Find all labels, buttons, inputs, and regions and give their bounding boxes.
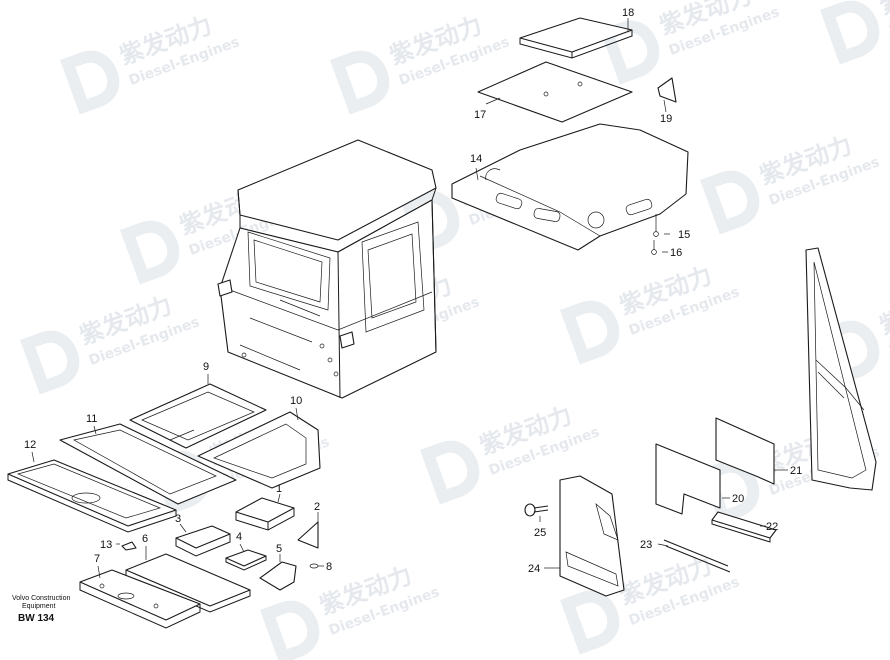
footer-drawing-code: BW 134 (18, 613, 55, 624)
part-11-floor-mat (59, 423, 237, 505)
svg-text:紫发动力: 紫发动力 (876, 0, 890, 20)
callout-12: 12 (24, 439, 36, 451)
part-22-strip (711, 511, 777, 543)
part-2-triangle (297, 521, 319, 549)
part-16-clip (651, 249, 657, 255)
callout-23: 23 (640, 539, 652, 551)
part-1-pad (235, 497, 295, 531)
callout-10: 10 (290, 395, 302, 407)
callout-labels: 18 17 19 14 15 16 9 10 11 12 1 2 3 4 5 6… (24, 7, 802, 575)
callout-20: 20 (732, 493, 744, 505)
callout-8: 8 (326, 561, 332, 573)
callout-19: 19 (660, 113, 672, 125)
part-23-strip (663, 539, 731, 573)
part-18-roof-pad (519, 17, 633, 59)
callout-11: 11 (86, 413, 97, 425)
part-14-headliner (451, 123, 689, 251)
part-15-clip (653, 231, 659, 237)
part-21-door-frame (805, 247, 877, 491)
callout-9: 9 (203, 361, 209, 373)
part-4-pad (225, 549, 267, 571)
part-7-step-plate (79, 569, 201, 629)
callout-17: 17 (474, 109, 486, 121)
callout-4: 4 (236, 531, 242, 543)
part-25-bolt (524, 503, 549, 517)
callout-18: 18 (622, 7, 634, 19)
part-17-roof-sheet (477, 61, 633, 123)
callout-7: 7 (94, 553, 100, 565)
footer-company-line1: Volvo Construction (12, 595, 70, 602)
callout-3: 3 (175, 513, 181, 525)
part-24-side-panel (559, 475, 625, 597)
callout-14: 14 (470, 153, 482, 165)
callout-15: 15 (678, 229, 690, 241)
part-9-floor-mat (129, 383, 267, 449)
part-10-floor-mat (197, 411, 321, 489)
callout-25: 25 (534, 527, 546, 539)
callout-16: 16 (670, 247, 682, 259)
callout-24: 24 (528, 563, 540, 575)
svg-text:紫发动力: 紫发动力 (876, 281, 890, 340)
footer-company-line2: Equipment (22, 603, 56, 610)
part-12-floor-mat (7, 459, 177, 533)
callout-5: 5 (276, 543, 282, 555)
callout-1: 1 (276, 483, 282, 495)
callout-6: 6 (142, 533, 148, 545)
part-13-clip (121, 541, 137, 551)
part-5-triangle-pad (259, 561, 297, 591)
cab-body-part (217, 139, 437, 399)
callout-2: 2 (314, 501, 320, 513)
callout-21: 21 (790, 465, 802, 477)
part-3-pad (175, 525, 231, 557)
callout-13: 13 (100, 539, 112, 551)
footer-block: Volvo Construction Equipment BW 134 (12, 595, 70, 624)
callout-22: 22 (766, 521, 778, 533)
part-20-panel (655, 417, 775, 515)
part-8-screw (309, 563, 319, 569)
leader-lines (31, 18, 788, 579)
part-6-pad (125, 553, 251, 613)
part-19-triangle-pad (657, 77, 677, 103)
